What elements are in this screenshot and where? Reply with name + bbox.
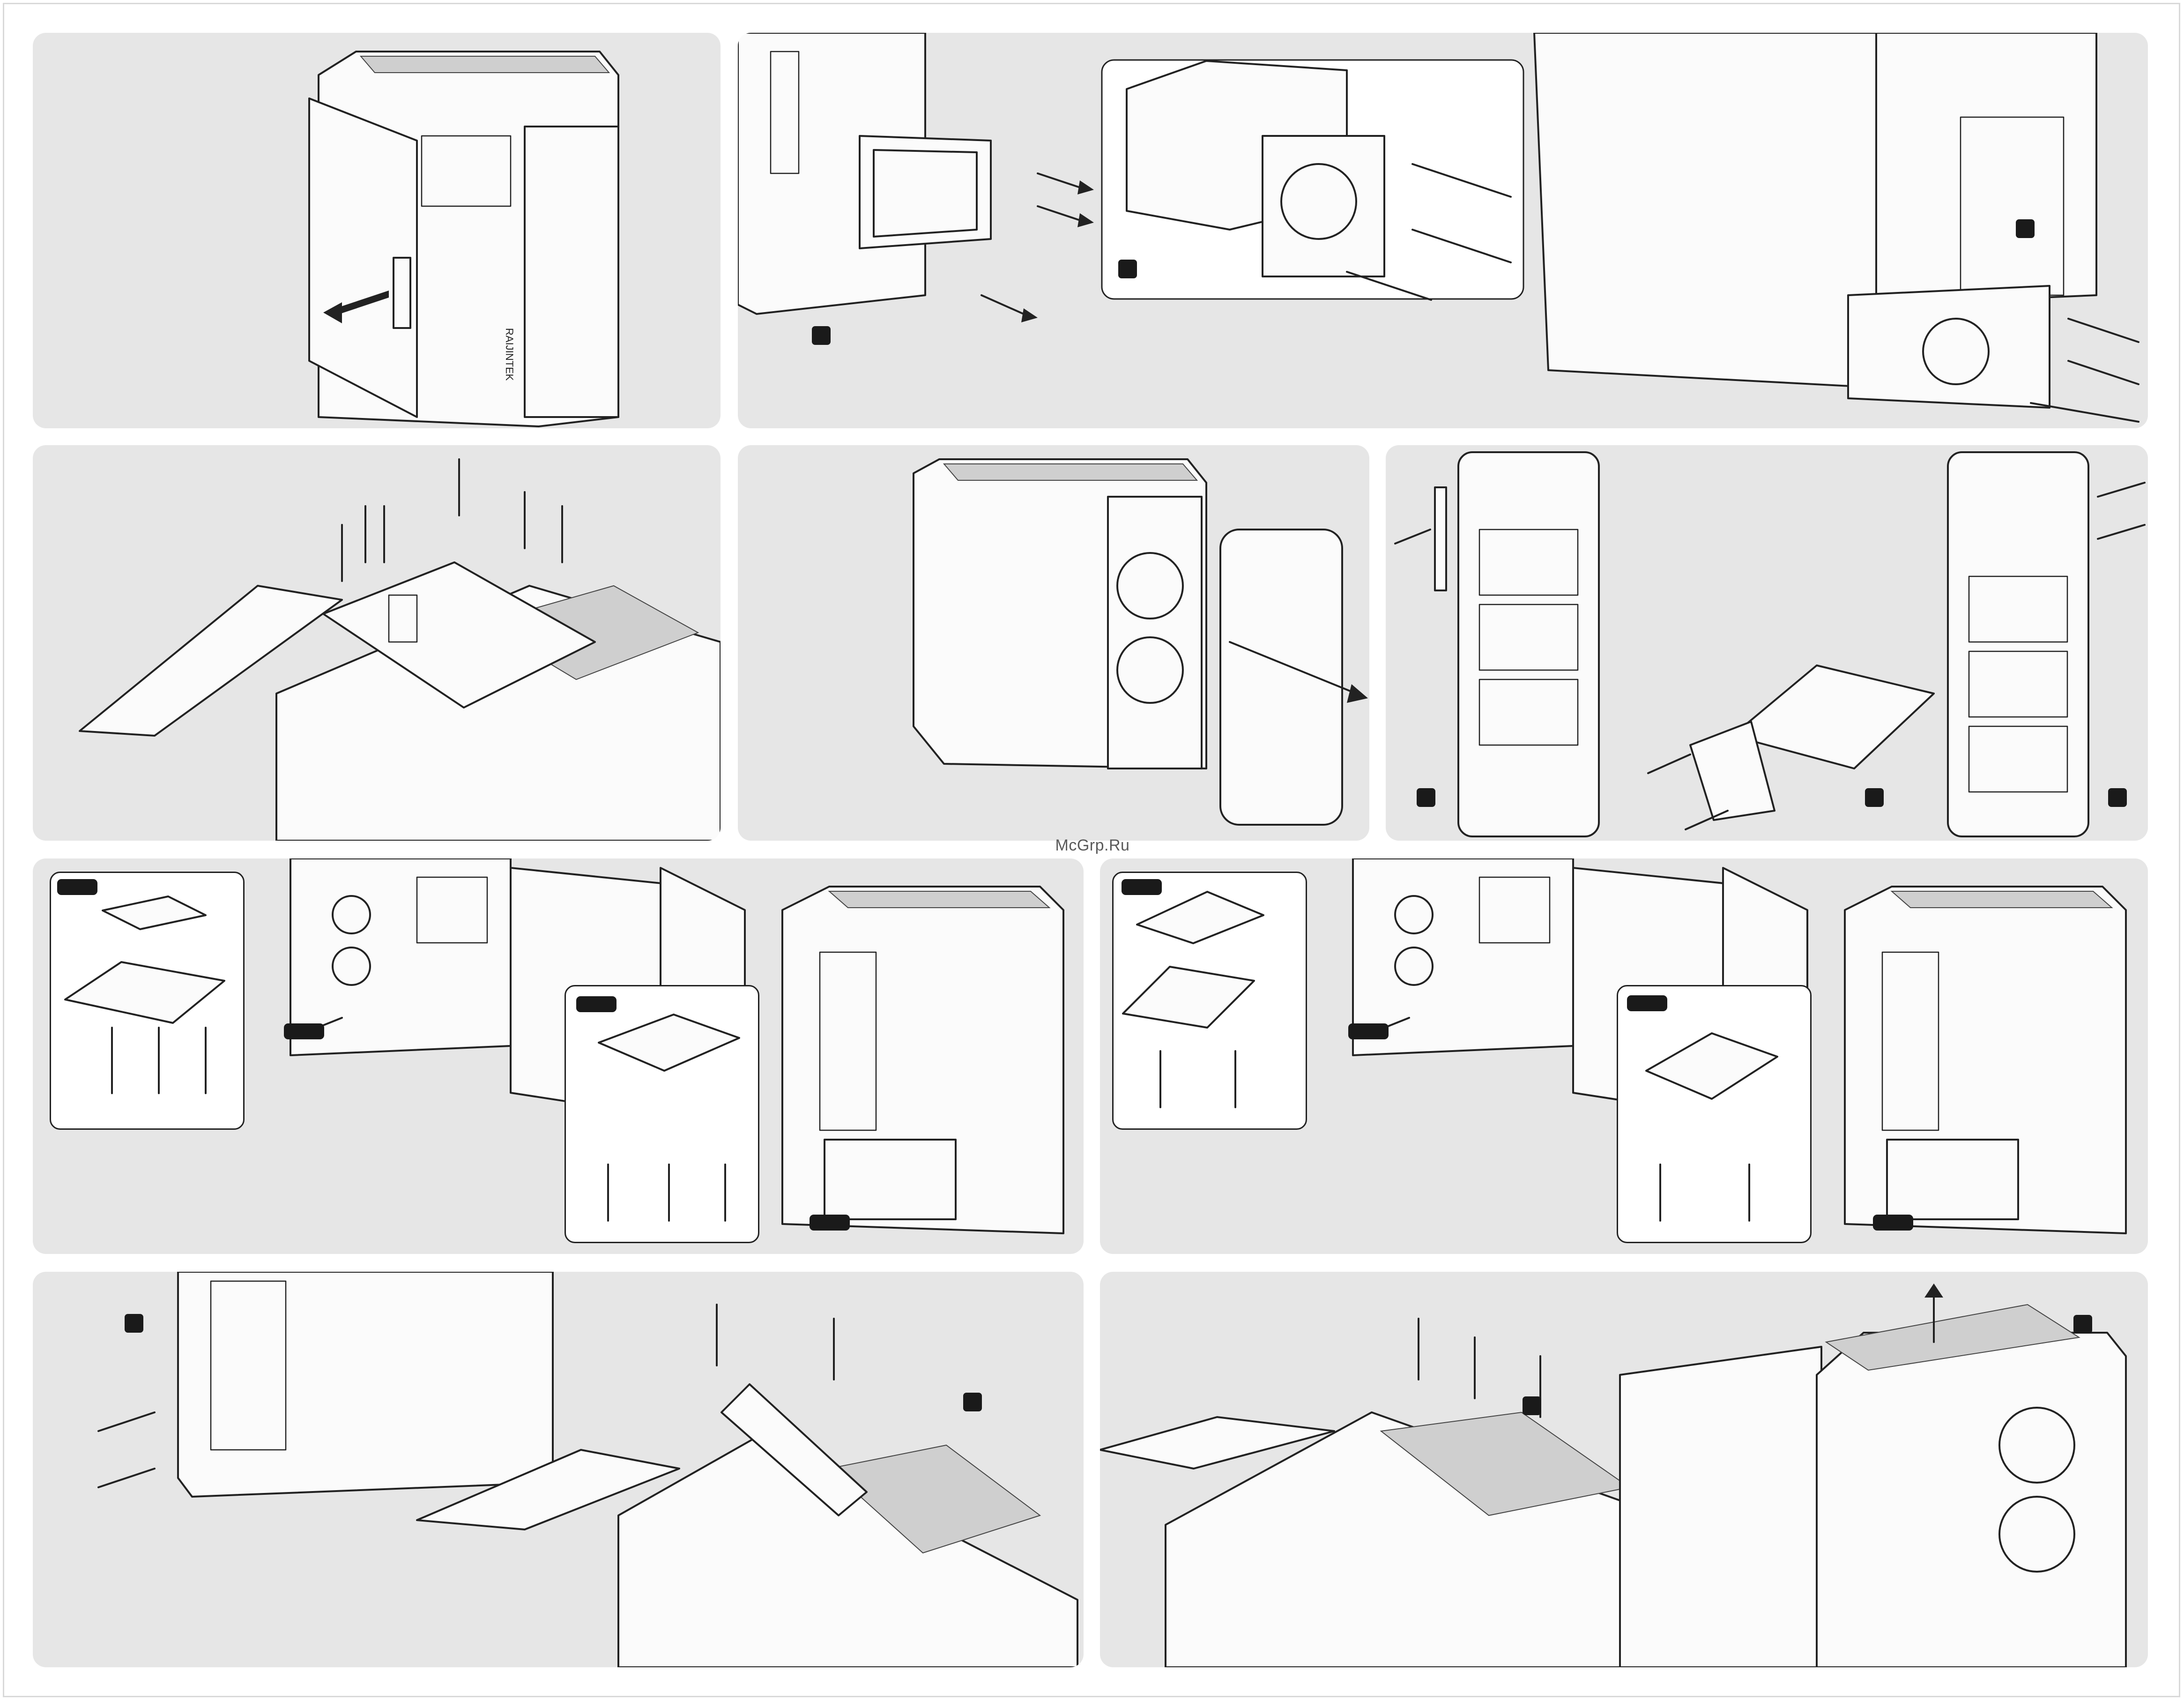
svg-text:RAIJINTEK: RAIJINTEK <box>504 328 515 381</box>
front-panel-removal-drawing <box>738 445 1369 841</box>
step-badge <box>57 879 97 895</box>
step-badge <box>2016 219 2035 238</box>
step-badge <box>1417 788 1435 807</box>
hdd-25-tray-inset <box>1112 872 1307 1130</box>
step-badge <box>2108 788 2127 807</box>
step-badge <box>284 1023 324 1039</box>
step-badge <box>810 1215 850 1231</box>
panel-hdd-25-install <box>1100 858 2148 1254</box>
step-badge <box>1348 1023 1389 1039</box>
motherboard-install-drawing <box>33 445 721 841</box>
hdd-25-screw-inset <box>1617 985 1812 1243</box>
psu-install-drawing <box>738 33 2148 428</box>
panel-motherboard-install <box>33 445 721 841</box>
hdd-35-screw-inset <box>565 985 759 1243</box>
expansion-card-install-drawing <box>33 1272 1084 1667</box>
panel-expansion-card-install <box>33 1272 1084 1667</box>
odd-install-drawing <box>1386 445 2148 841</box>
hdd-35-tray-inset <box>50 872 245 1130</box>
panel-fan-and-top-cover <box>1100 1272 2148 1667</box>
step-badge <box>1118 260 1137 278</box>
step-badge <box>1873 1215 1913 1231</box>
panel-open-side-panel: RAIJINTEK <box>33 33 721 428</box>
step-badge <box>1122 879 1162 895</box>
step-badge <box>2073 1315 2092 1334</box>
panel-hdd-35-install <box>33 858 1084 1254</box>
step-badge <box>125 1314 143 1333</box>
step-badge <box>1865 788 1884 807</box>
step-badge <box>812 326 831 345</box>
panel-psu-install <box>738 33 2148 428</box>
step-badge <box>576 996 617 1012</box>
fan-top-cover-drawing <box>1100 1272 2148 1667</box>
step-badge <box>963 1393 982 1411</box>
panel-odd-bay-install <box>1386 445 2148 841</box>
watermark-text: McGrp.Ru <box>1041 836 1144 855</box>
step-badge <box>1523 1396 1541 1415</box>
step-badge <box>1627 995 1667 1011</box>
case-open-door-drawing: RAIJINTEK <box>33 33 721 428</box>
panel-front-panel-removal <box>738 445 1369 841</box>
